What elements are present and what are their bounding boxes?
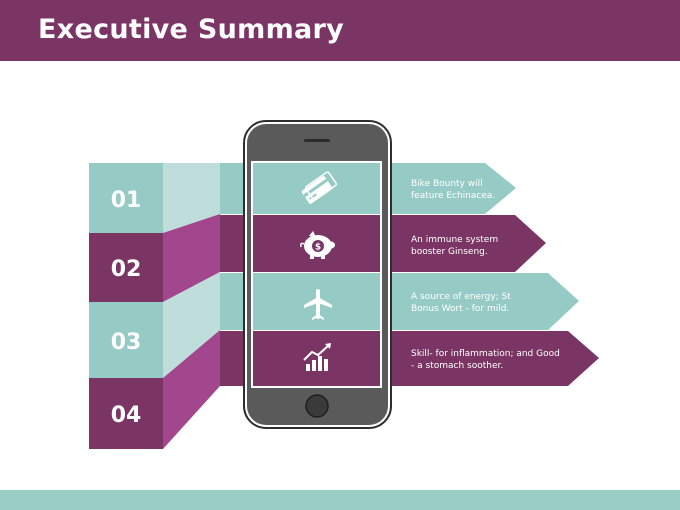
step-desc-1-line1: Bike Bounty will	[411, 179, 483, 189]
fold-panel-2	[163, 214, 220, 302]
footer-bar	[0, 490, 680, 510]
number-block-3	[89, 302, 163, 378]
step-desc-4-line1: Skill- for inflammation; and Good	[411, 349, 560, 359]
step-desc-2-line2: booster Ginseng.	[411, 247, 488, 257]
step-number-4: 04	[111, 403, 142, 428]
home-button[interactable]	[305, 394, 329, 418]
page-title: Executive Summary	[38, 14, 345, 45]
credit-card-back-icon	[304, 171, 338, 201]
number-block-4	[89, 378, 163, 449]
fold-panel-1	[163, 163, 220, 233]
smartphone	[243, 120, 392, 429]
piggy-bank-icon: $	[300, 231, 335, 259]
fold-panel-4	[163, 330, 220, 449]
step-number-1: 01	[111, 188, 142, 213]
step-desc-2-line1: An immune system	[411, 235, 498, 245]
number-block-2	[89, 233, 163, 302]
svg-text:$: $	[315, 243, 321, 253]
number-block-1	[89, 163, 163, 233]
step-desc-4-line2: - a stomach soother.	[411, 361, 503, 371]
phone-speaker	[304, 139, 330, 142]
step-number-3: 03	[111, 330, 142, 355]
header-bar: Executive Summary	[0, 0, 680, 61]
step-number-2: 02	[111, 257, 142, 282]
airplane-icon	[304, 289, 332, 320]
screen-band-4	[253, 331, 380, 386]
step-desc-3-line1: A source of energy; St	[411, 292, 511, 302]
fold-panel-3	[163, 272, 220, 378]
step-desc-3-line2: Bonus Wort - for mild.	[411, 304, 509, 314]
growth-chart-icon	[303, 343, 331, 371]
step-desc-1-line2: feature Echinacea.	[411, 191, 495, 201]
